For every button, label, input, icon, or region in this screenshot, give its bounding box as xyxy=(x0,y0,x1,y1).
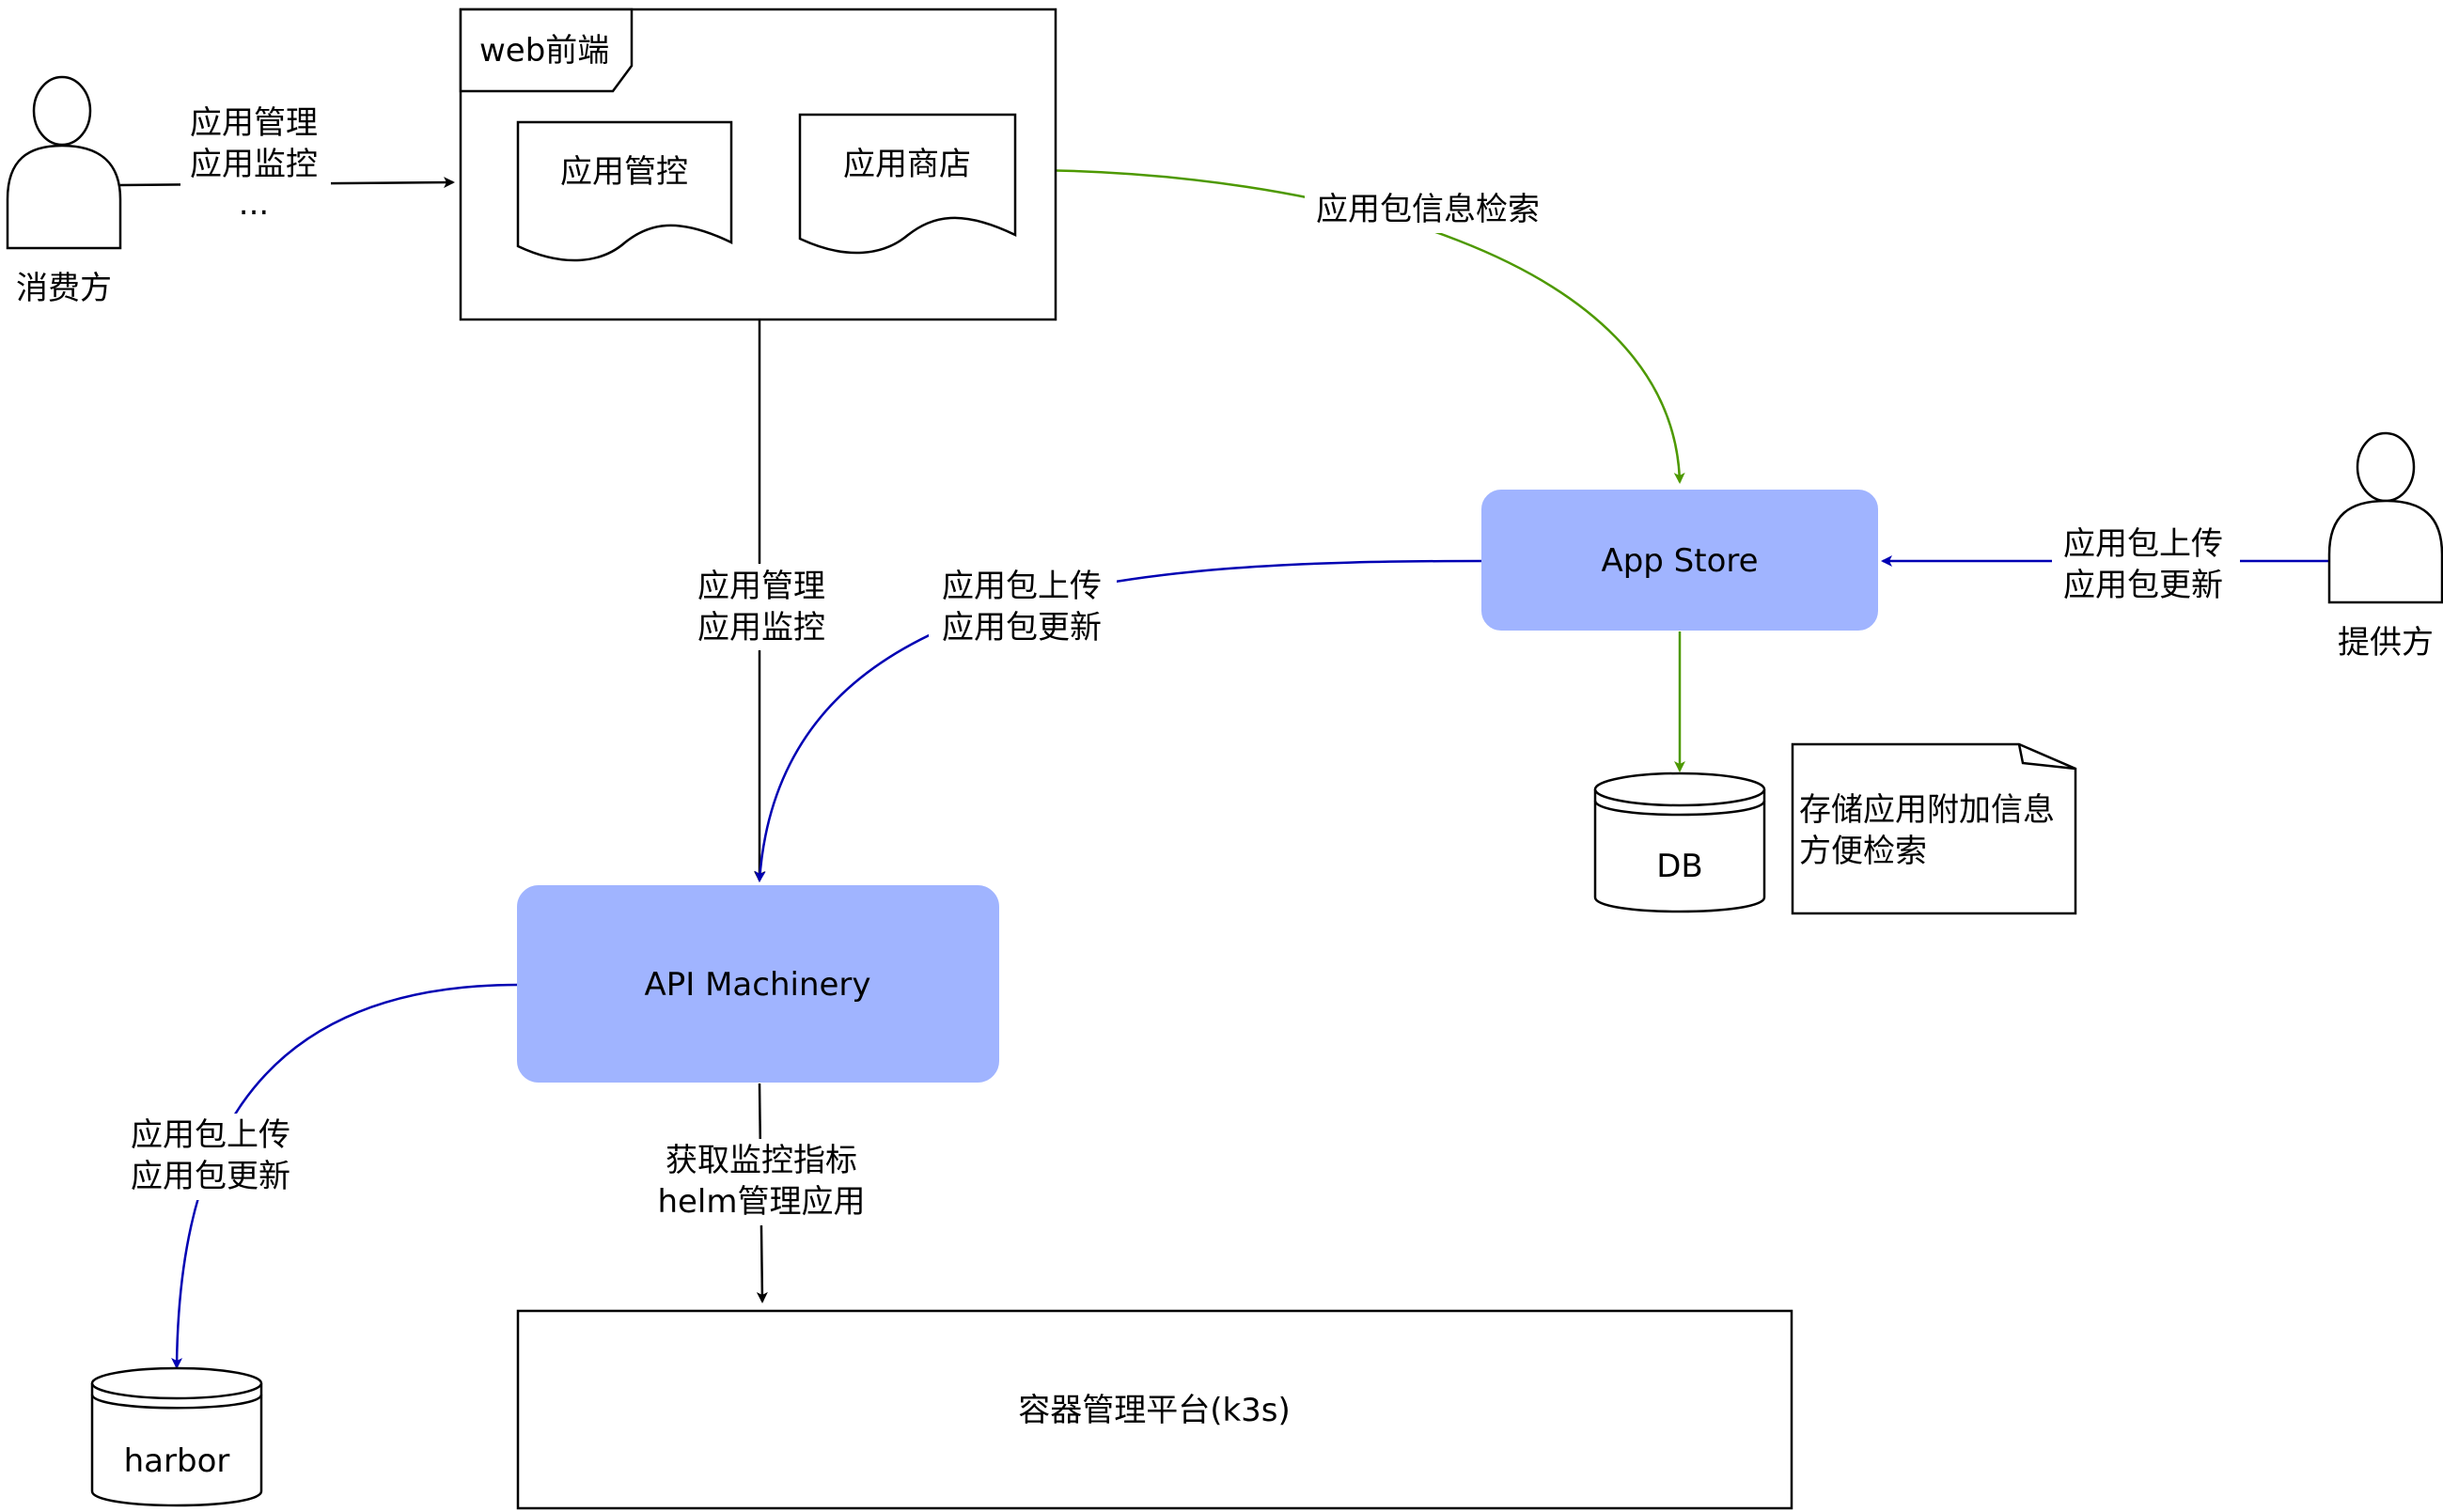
edge-label-api-to-k3s: 获取监控指标 helm管理应用 xyxy=(649,1139,874,1225)
db-cylinder: DB xyxy=(1593,772,1766,913)
provider-label: 提供方 xyxy=(2338,624,2434,662)
edge-label-line3: ... xyxy=(239,185,269,223)
container-platform-label: 容器管理平台(k3s) xyxy=(1018,1392,1291,1429)
person-icon xyxy=(6,75,122,250)
database-icon xyxy=(90,1366,263,1507)
web-frontend-label: web前端 xyxy=(479,32,609,70)
db-note: 存储应用附加信息 方便检索 xyxy=(1791,742,2077,915)
edge-store-search xyxy=(1017,168,1685,484)
edge-label-line1: 应用包上传 xyxy=(2063,525,2223,563)
edge-label-line2: 应用包更新 xyxy=(942,609,1102,647)
api-machinery-node: API Machinery xyxy=(517,885,999,1083)
harbor-cylinder: harbor xyxy=(90,1366,263,1507)
api-machinery-label: API Machinery xyxy=(644,966,870,1004)
edge-label-consumer-to-web: 应用管理 应用监控 ... xyxy=(180,101,331,228)
app-store-node: App Store xyxy=(1481,490,1878,631)
app-store-label: App Store xyxy=(1601,542,1758,580)
edge-label-line2: helm管理应用 xyxy=(657,1183,865,1221)
edge-label-store-to-api: 应用包上传 应用包更新 xyxy=(929,564,1117,650)
note-line2: 方便检索 xyxy=(1799,833,1927,870)
db-label: DB xyxy=(1656,848,1703,885)
edge-label-line2: 应用包更新 xyxy=(2063,567,2223,604)
container-platform-node: 容器管理平台(k3s) xyxy=(516,1309,1793,1510)
app-control-label: 应用管控 xyxy=(560,153,688,191)
provider-actor: 提供方 xyxy=(2327,431,2443,662)
edge-label-line1: 应用管理 xyxy=(190,104,318,142)
edge-store-to-api xyxy=(754,559,1483,882)
app-store-doc-label: 应用商店 xyxy=(843,146,971,183)
edge-label-web-to-api: 应用管理 应用监控 xyxy=(686,564,837,650)
web-frontend-frame: web前端 应用管控 应用商店 xyxy=(459,8,1057,321)
edge-label-line1: 获取监控指标 xyxy=(666,1142,857,1179)
app-store-doc: 应用商店 xyxy=(798,113,1017,255)
note-line1: 存储应用附加信息 xyxy=(1799,791,2055,829)
database-icon xyxy=(1593,772,1766,913)
edge-label-line1: 应用包上传 xyxy=(942,568,1102,605)
edge-label-line2: 应用监控 xyxy=(190,146,318,183)
edge-label-line1: 应用管理 xyxy=(697,568,825,605)
edge-label-provider-to-store: 应用包上传 应用包更新 xyxy=(2052,522,2240,608)
consumer-label: 消费方 xyxy=(16,270,112,307)
edge-label-line2: 应用监控 xyxy=(697,609,825,647)
person-icon xyxy=(2327,431,2443,604)
edge-label-line1: 应用包信息检索 xyxy=(1316,191,1540,228)
edge-label-line1: 应用包上传 xyxy=(131,1116,290,1154)
edge-label-api-to-harbor: 应用包上传 应用包更新 xyxy=(117,1114,305,1200)
edge-api-to-harbor xyxy=(171,983,519,1369)
harbor-label: harbor xyxy=(124,1442,230,1480)
edge-label-line2: 应用包更新 xyxy=(131,1158,290,1195)
app-control-doc: 应用管控 xyxy=(516,120,733,262)
edge-label-store-search: 应用包信息检索 xyxy=(1305,186,1551,233)
consumer-actor: 消费方 xyxy=(6,75,122,307)
